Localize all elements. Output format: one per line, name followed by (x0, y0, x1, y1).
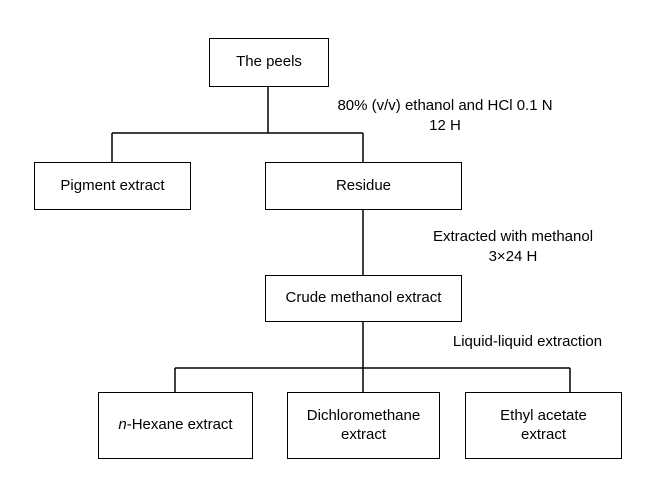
step-note-line: 12 H (429, 116, 461, 134)
node-label-line: extract (520, 425, 566, 443)
node-label-line: Dichloromethane (306, 406, 421, 424)
node-pigment-extract: Pigment extract (34, 162, 191, 210)
node-label-line: Ethyl acetate (500, 406, 587, 424)
node-dichloromethane-extract: Dichloromethane extract (287, 392, 440, 459)
node-crude-methanol-extract: Crude methanol extract (265, 275, 462, 322)
step-note-methanol: Extracted with methanol 3×24 H (418, 227, 608, 266)
node-label: Residue (335, 176, 392, 194)
node-label: Dichloromethane extract (307, 407, 420, 445)
step-note-line: Extracted with methanol (432, 228, 594, 245)
step-note-line: Liquid-liquid extraction (452, 333, 603, 350)
step-note-line: 80% (v/v) ethanol and HCl 0.1 N (337, 97, 553, 114)
node-label-italic-prefix: n (118, 416, 127, 434)
node-label: n-Hexane extract (118, 416, 232, 435)
step-note-ethanol: 80% (v/v) ethanol and HCl 0.1 N 12 H (300, 96, 590, 135)
node-label-suffix: -Hexane extract (126, 416, 233, 434)
node-label-line: extract (340, 425, 386, 443)
step-note-liquid-liquid: Liquid-liquid extraction (440, 332, 615, 352)
node-n-hexane-extract: n-Hexane extract (98, 392, 253, 459)
node-label: Ethyl acetate extract (500, 407, 587, 445)
node-the-peels: The peels (209, 38, 329, 87)
node-label: Crude methanol extract (285, 289, 442, 307)
step-note-line: 3×24 H (488, 247, 538, 265)
node-residue: Residue (265, 162, 462, 210)
node-ethyl-acetate-extract: Ethyl acetate extract (465, 392, 622, 459)
node-label: Pigment extract (60, 176, 165, 194)
node-label: The peels (236, 53, 302, 71)
